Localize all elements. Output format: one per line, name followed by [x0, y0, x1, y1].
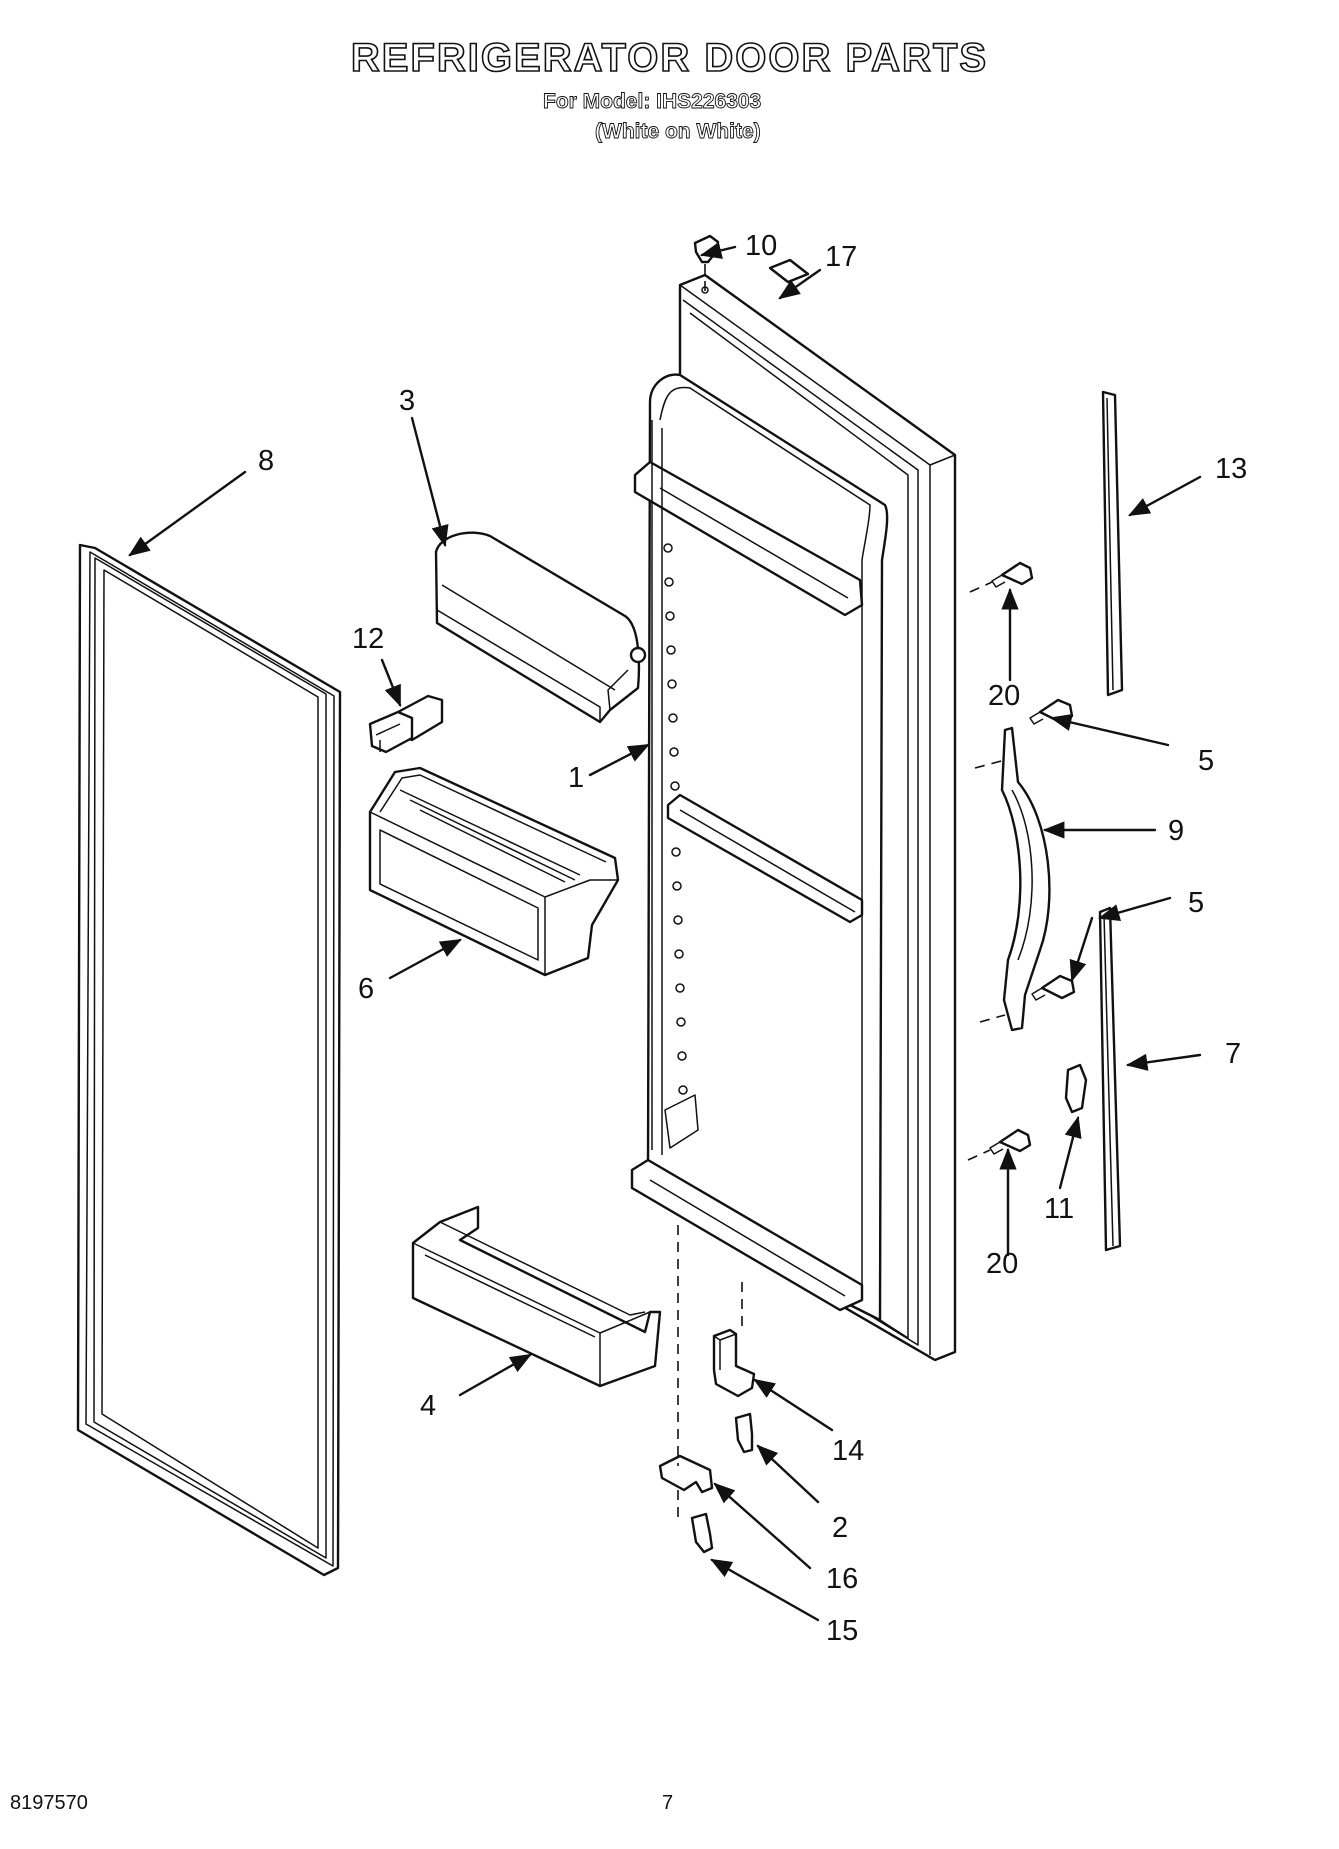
door-bar-part [411, 1205, 662, 1388]
callout-14: 14 [832, 1435, 864, 1467]
door-handle-part [974, 726, 1051, 1032]
callout-3: 3 [399, 385, 415, 417]
callout-4: 4 [420, 1390, 436, 1422]
hinge-screw-part [734, 1412, 754, 1454]
callout-2: 2 [832, 1512, 848, 1544]
hinge-bolt-part [690, 1512, 714, 1554]
callout-17: 17 [825, 241, 857, 273]
callout-15: 15 [826, 1615, 858, 1647]
trim-screw-upper-part [969, 561, 1034, 593]
callout-10: 10 [745, 230, 777, 262]
door-gasket-part [76, 543, 342, 1577]
door-bin-part [368, 766, 620, 977]
page-title: REFRIGERATOR DOOR PARTS [350, 35, 989, 81]
trim-clip-part [1064, 1063, 1088, 1114]
hinge-pin-part [712, 1282, 756, 1398]
callout-20-upper: 20 [988, 680, 1020, 712]
callout-9: 9 [1168, 815, 1184, 847]
bin-retainer-part [368, 694, 444, 754]
hinge-bracket-part [658, 1225, 714, 1520]
door-liner-part [630, 273, 957, 1362]
callout-5-lower: 5 [1188, 887, 1204, 919]
callout-labels: 10 17 3 8 13 12 20 5 1 9 5 6 7 11 20 4 1… [258, 230, 1247, 1647]
page-number: 7 [662, 1792, 674, 1814]
callout-7: 7 [1225, 1038, 1241, 1070]
callout-16: 16 [826, 1563, 858, 1595]
handle-screw-lower-part [1031, 974, 1076, 1001]
dairy-door-part [434, 531, 647, 724]
callout-20-lower: 20 [986, 1248, 1018, 1280]
document-number: 8197570 [10, 1792, 88, 1814]
callout-13: 13 [1215, 453, 1247, 485]
callout-1: 1 [568, 762, 584, 794]
callout-6: 6 [358, 973, 374, 1005]
callout-8: 8 [258, 445, 274, 477]
callout-5-upper: 5 [1198, 745, 1214, 777]
liner-holes [663, 543, 688, 1095]
callout-arrows [128, 242, 1202, 1622]
label-part [768, 258, 810, 284]
trim-screw-lower-part [967, 1128, 1032, 1161]
color-line: (White on White) [595, 120, 762, 144]
model-line: For Model: IHS226303 [543, 90, 762, 114]
callout-12: 12 [352, 623, 384, 655]
trim-lower-part [1098, 906, 1122, 1252]
callout-11: 11 [1044, 1193, 1074, 1225]
